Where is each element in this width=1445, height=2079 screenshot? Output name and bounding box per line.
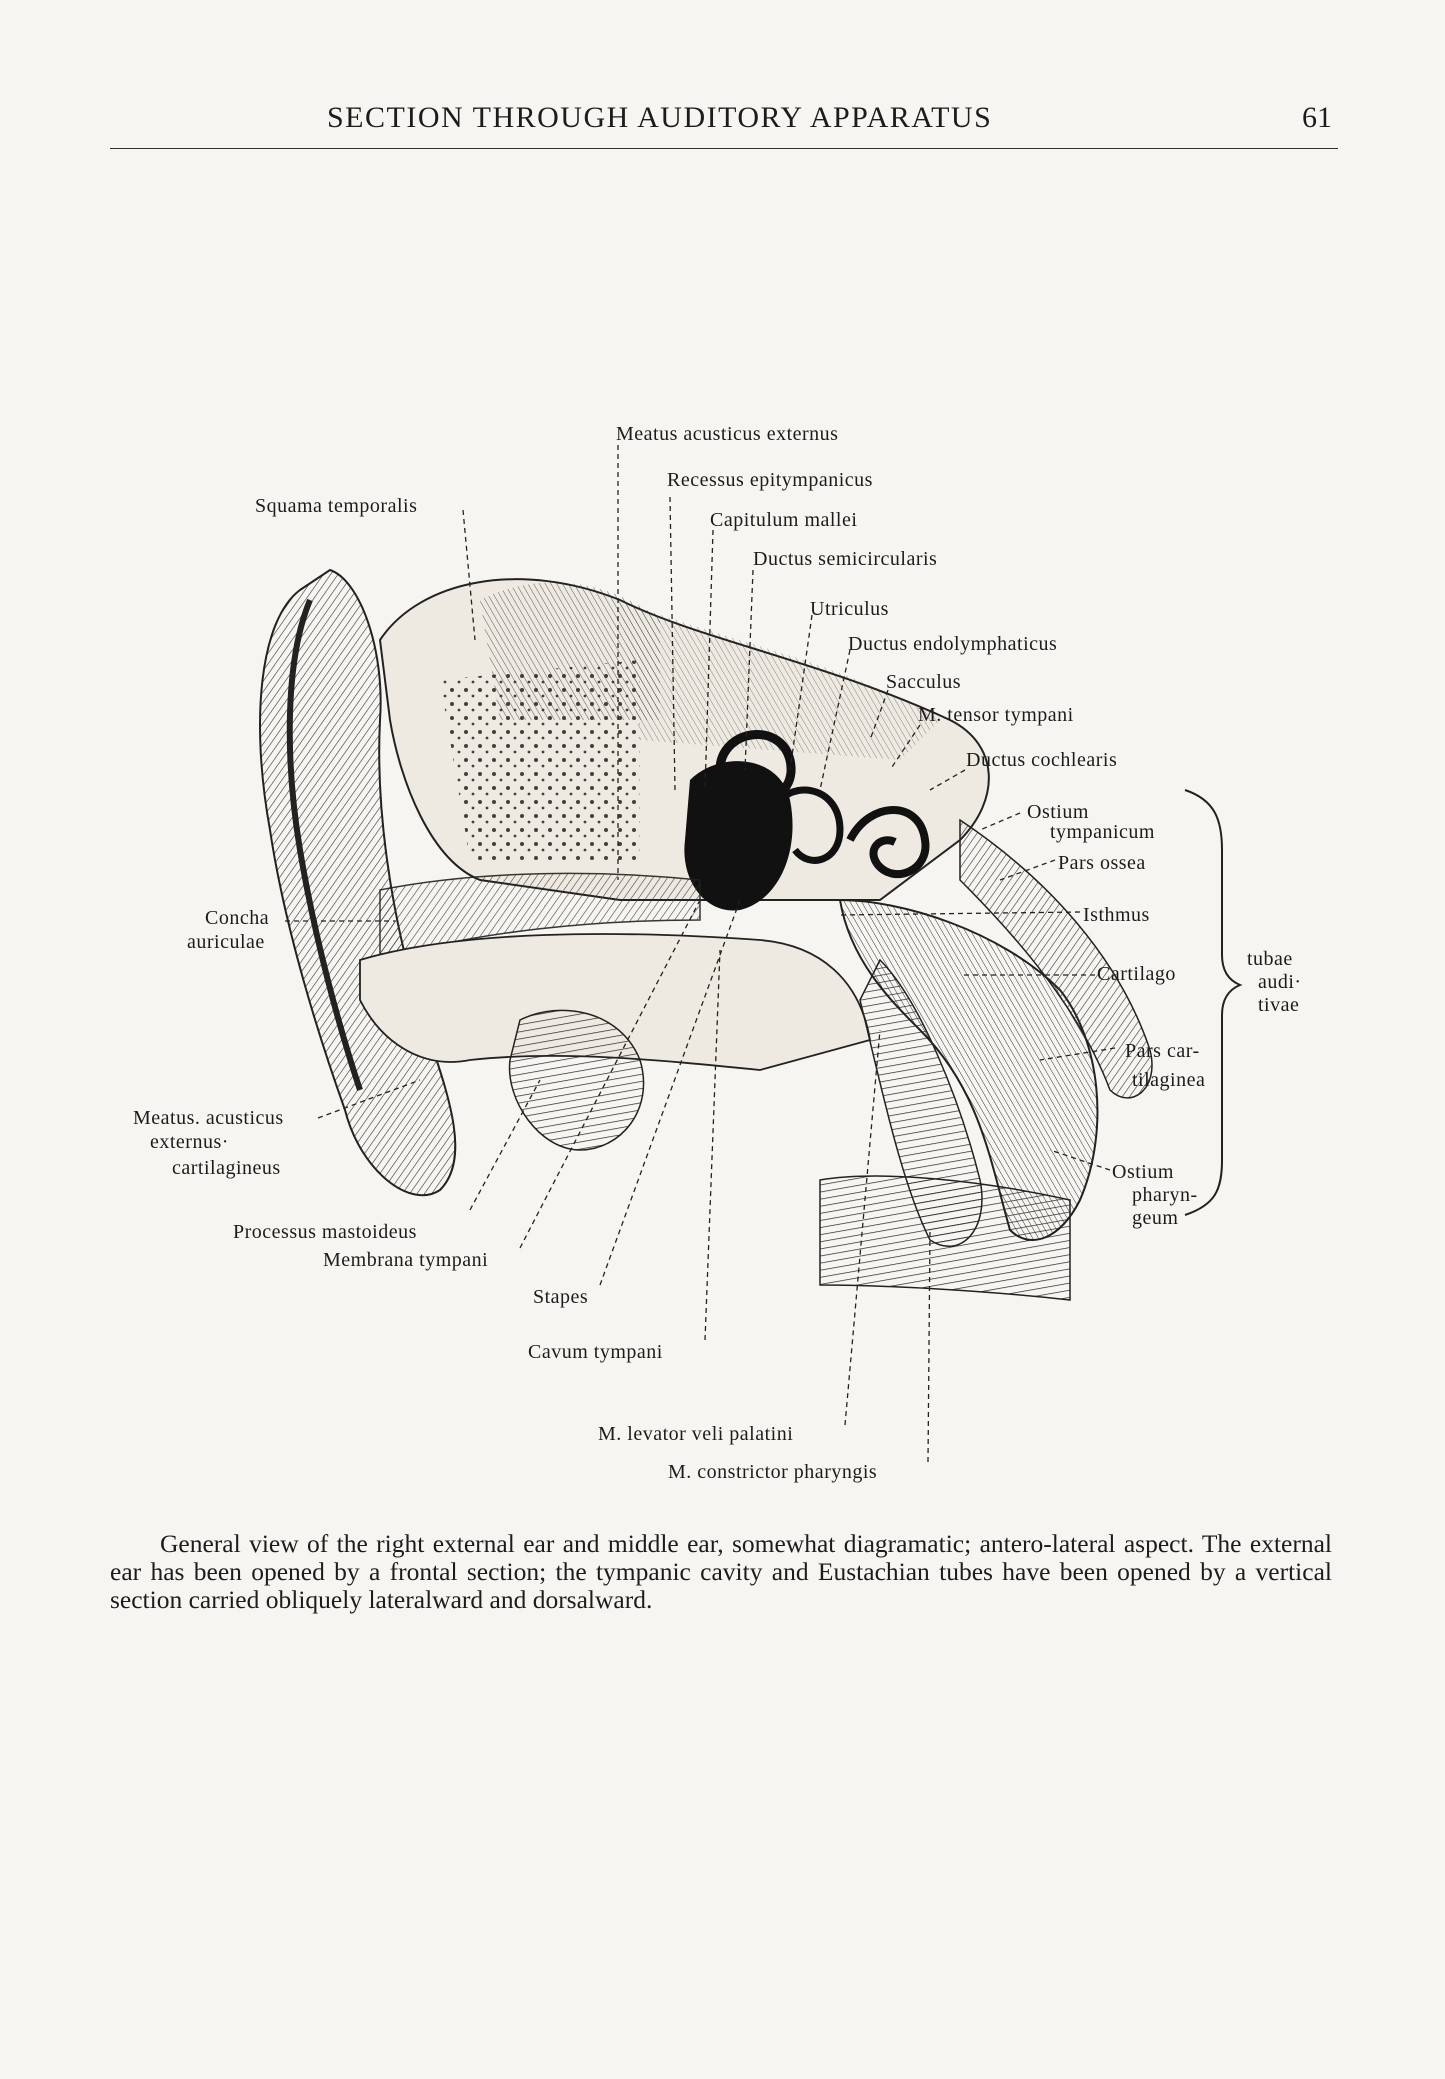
label-ostium-tympanicum-1: Ostium [1027,801,1089,823]
figure-caption: General view of the right external ear a… [110,1529,1332,1614]
label-capitulum-mallei: Capitulum mallei [710,509,857,531]
label-ductus-endolymphaticus: Ductus endolymphaticus [848,633,1057,655]
label-concha-auriculae-2: auriculae [187,931,265,953]
label-ductus-semicircularis: Ductus semicircularis [753,548,937,570]
label-tubae-auditivae-3: tivae [1258,994,1299,1016]
running-head: SECTION THROUGH AUDITORY APPARATUS [327,101,993,134]
cochlea [846,806,930,879]
label-pars-cartilaginea-2: tilaginea [1132,1069,1205,1091]
label-concha-auriculae-1: Concha [205,907,269,929]
label-ductus-cochlearis: Ductus cochlearis [966,749,1117,771]
label-isthmus: Isthmus [1083,904,1150,926]
label-cavum-tympani: Cavum tympani [528,1341,663,1363]
label-sacculus: Sacculus [886,671,961,693]
label-recessus-epitympanicus: Recessus epitympanicus [667,469,873,491]
label-pars-ossea: Pars ossea [1058,852,1146,874]
label-meatus-cartilagineus-3: cartilagineus [172,1157,281,1179]
label-utriculus: Utriculus [810,598,889,620]
header-rule [110,148,1338,149]
label-ostium-pharyngeum-1: Ostium [1112,1161,1174,1183]
label-tubae-auditivae-1: tubae [1247,948,1293,970]
label-cartilago: Cartilago [1097,963,1176,985]
label-ostium-pharyngeum-3: geum [1132,1207,1178,1229]
page-number: 61 [1302,101,1332,134]
label-m-tensor-tympani: M. tensor tympani [918,704,1074,726]
semicircular-canal [715,730,796,804]
label-m-constrictor-pharyngis: M. constrictor pharyngis [668,1461,877,1483]
label-stapes: Stapes [533,1286,588,1308]
label-squama-temporalis: Squama temporalis [255,495,417,517]
illustration [259,568,1153,1301]
label-processus-mastoideus: Processus mastoideus [233,1221,417,1243]
constrictor-muscle [819,1175,1071,1301]
auricle-rim [286,598,363,1091]
tubae-brace [1184,789,1243,1216]
upper-hatch [620,600,940,760]
vestibule [777,786,844,864]
label-m-levator-veli-palatini: M. levator veli palatini [598,1423,793,1445]
label-pars-cartilaginea-1: Pars car- [1125,1040,1200,1062]
label-ostium-tympanicum-2: tympanicum [1050,821,1155,843]
label-meatus-cartilagineus-1: Meatus. acusticus [133,1107,284,1129]
mastoid-process [508,1009,645,1151]
label-tubae-auditivae-2: audi· [1258,971,1302,993]
squama-hatch [480,582,660,720]
figure-labels: Meatus acusticus externus Recessus epity… [133,423,1302,1483]
label-meatus-acusticus-externus: Meatus acusticus externus [616,423,838,445]
label-membrana-tympani: Membrana tympani [323,1249,488,1271]
ear-anatomy-figure: Meatus acusticus externus Recessus epity… [133,423,1302,1483]
label-meatus-cartilagineus-2: externus· [150,1131,229,1153]
leader-lines [285,445,1116,1463]
cartilage-lateral [959,818,1153,1099]
label-ostium-pharyngeum-2: pharyn- [1132,1184,1198,1206]
